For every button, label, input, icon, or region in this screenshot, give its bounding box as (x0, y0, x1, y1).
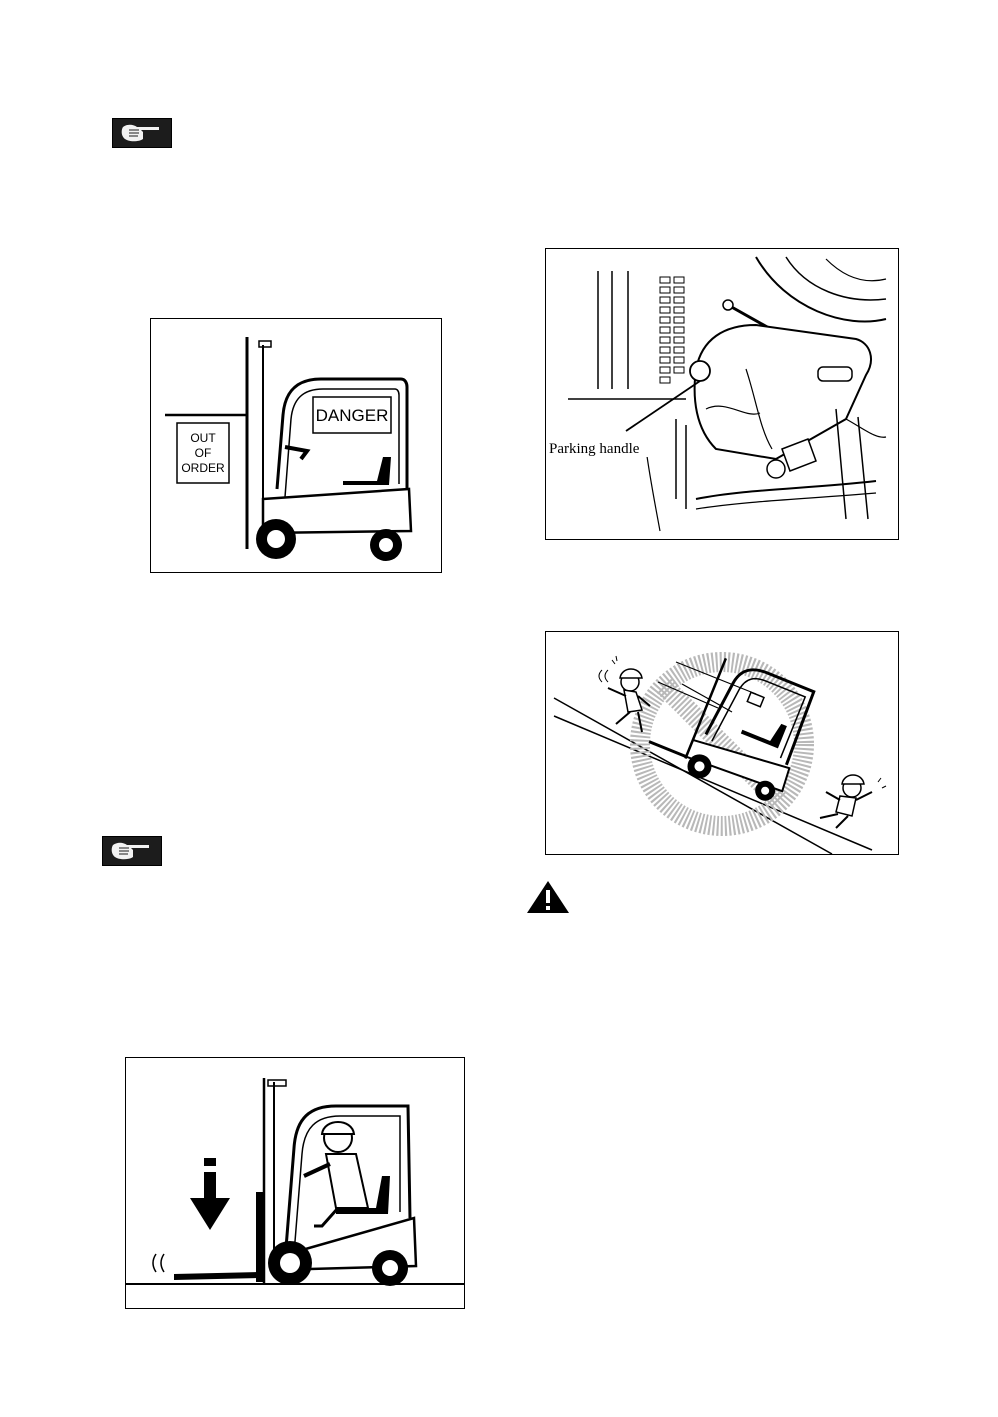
out-of-order-sign-line-2: OF (195, 446, 212, 460)
pointing-hand-icon (112, 118, 172, 148)
warning-triangle-icon (526, 880, 570, 914)
slope-prohibited-figure (545, 631, 899, 855)
pointing-hand-icon (102, 836, 162, 866)
fork-lower-figure (125, 1057, 465, 1309)
out-of-order-figure: OUT OF ORDER DANGER (150, 318, 442, 573)
parking-handle-label: Parking handle (549, 441, 640, 457)
parking-handle-figure: Parking handle (545, 248, 899, 540)
out-of-order-sign-line-3: ORDER (181, 461, 225, 475)
out-of-order-sign-line-1: OUT (190, 431, 216, 445)
danger-label: DANGER (316, 406, 389, 425)
